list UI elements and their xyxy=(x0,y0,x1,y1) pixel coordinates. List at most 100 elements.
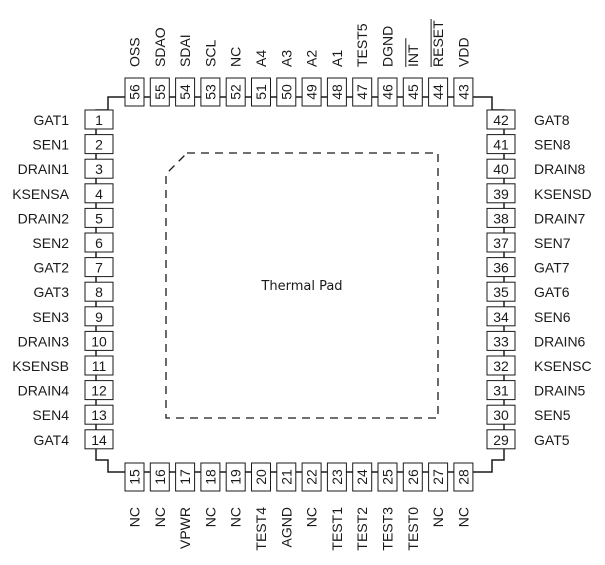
pin-label-56: OSS xyxy=(127,37,143,67)
pin-box-12 xyxy=(84,380,114,401)
pin-label-13: SEN4 xyxy=(32,407,69,423)
pin-box-45 xyxy=(402,77,423,107)
pin-box-9 xyxy=(84,306,114,327)
pin-box-23 xyxy=(326,462,347,492)
pin-number-17: 17 xyxy=(177,469,193,485)
pin-label-20: TEST4 xyxy=(253,507,269,551)
pin-number-56: 56 xyxy=(127,84,143,100)
pin-number-22: 22 xyxy=(304,469,320,485)
pin-label-24: TEST2 xyxy=(354,507,370,551)
pin-box-47 xyxy=(352,77,373,107)
pin-number-26: 26 xyxy=(405,469,421,485)
pin-box-29 xyxy=(486,429,516,450)
pin-box-26 xyxy=(402,462,423,492)
pin-number-15: 15 xyxy=(127,469,143,485)
pin-number-41: 41 xyxy=(493,137,509,153)
pin-label-27: NC xyxy=(430,507,446,527)
pin-number-42: 42 xyxy=(493,112,509,128)
pin-box-10 xyxy=(84,330,114,351)
pin-label-12: DRAIN4 xyxy=(18,383,70,399)
pin-box-46 xyxy=(377,77,398,107)
pin-box-25 xyxy=(377,462,398,492)
pin-box-55 xyxy=(149,77,170,107)
pin-number-11: 11 xyxy=(92,358,107,374)
pin-box-5 xyxy=(84,207,114,228)
pin-box-32 xyxy=(486,355,516,376)
pin-number-45: 45 xyxy=(405,84,421,100)
pin-box-30 xyxy=(486,404,516,425)
pin-number-31: 31 xyxy=(493,383,509,399)
pin-number-14: 14 xyxy=(91,432,107,448)
pin-label-37: SEN7 xyxy=(534,235,571,251)
pin-number-5: 5 xyxy=(95,210,103,226)
pin-label-40: DRAIN8 xyxy=(534,161,586,177)
pin-label-6: SEN2 xyxy=(32,235,69,251)
pin-label-50: A3 xyxy=(278,50,294,67)
pin-number-24: 24 xyxy=(354,469,370,485)
pin-number-16: 16 xyxy=(152,469,168,485)
pin-box-15 xyxy=(124,462,145,492)
pin-label-33: DRAIN6 xyxy=(534,333,586,349)
pin-number-23: 23 xyxy=(329,469,345,485)
pin-number-48: 48 xyxy=(329,84,345,100)
pin-box-51 xyxy=(251,77,271,107)
pin-number-36: 36 xyxy=(493,260,509,276)
pin-box-36 xyxy=(486,257,516,278)
pin-label-9: SEN3 xyxy=(32,309,69,325)
pin-label-30: SEN5 xyxy=(534,407,571,423)
pin-box-16 xyxy=(149,462,170,492)
pin-label-35: GAT6 xyxy=(534,284,570,300)
pin-number-6: 6 xyxy=(95,235,103,251)
pin-number-29: 29 xyxy=(493,432,509,448)
pin-box-49 xyxy=(301,77,322,107)
pin-label-47: TEST5 xyxy=(354,23,370,67)
pin-label-14: GAT4 xyxy=(33,432,69,448)
pin-label-54: SDAI xyxy=(177,34,193,67)
pin-label-55: SDAO xyxy=(152,27,168,67)
pin-label-39: KSENSD xyxy=(534,186,592,202)
pin-number-28: 28 xyxy=(455,469,471,485)
pin-box-41 xyxy=(486,134,516,155)
pin-number-32: 32 xyxy=(493,358,509,374)
pin-number-9: 9 xyxy=(95,309,103,325)
pin-box-38 xyxy=(486,207,516,228)
pin-number-8: 8 xyxy=(95,284,103,300)
pin-number-38: 38 xyxy=(493,210,509,226)
pin-label-28: NC xyxy=(455,507,471,527)
pin-number-33: 33 xyxy=(493,333,509,349)
pin-label-22: NC xyxy=(304,507,320,527)
pin-number-49: 49 xyxy=(304,84,320,100)
pin-box-33 xyxy=(486,330,516,351)
pin-label-7: GAT2 xyxy=(33,260,69,276)
pin-label-23: TEST1 xyxy=(329,507,345,551)
pin-number-7: 7 xyxy=(95,260,103,276)
pin-label-21: AGND xyxy=(278,507,294,547)
pin-box-17 xyxy=(175,462,196,492)
pin-number-50: 50 xyxy=(278,84,294,100)
pin-box-4 xyxy=(84,183,114,204)
pin-box-40 xyxy=(486,158,516,179)
pin-label-15: NC xyxy=(127,507,143,527)
pin-label-41: SEN8 xyxy=(534,137,571,153)
pin-box-28 xyxy=(453,462,474,492)
pin-box-37 xyxy=(486,232,516,253)
pin-number-35: 35 xyxy=(493,284,509,300)
pin-box-6 xyxy=(84,232,114,253)
pin-number-3: 3 xyxy=(95,161,103,177)
pin-number-2: 2 xyxy=(95,137,103,153)
pin-label-32: KSENSC xyxy=(534,358,592,374)
pin-box-42 xyxy=(486,109,516,130)
pin-number-52: 52 xyxy=(228,84,244,100)
pin-label-19: NC xyxy=(228,507,244,527)
pin-label-49: A2 xyxy=(304,50,320,67)
pin-label-53: SCL xyxy=(202,40,218,67)
pin-number-40: 40 xyxy=(493,161,509,177)
pin-label-18: NC xyxy=(202,507,218,527)
pin-label-2: SEN1 xyxy=(32,137,69,153)
pin-box-34 xyxy=(486,306,516,327)
pin-label-8: GAT3 xyxy=(33,284,69,300)
pin-box-54 xyxy=(175,77,196,107)
pin-label-48: A1 xyxy=(329,50,345,67)
pin-label-10: DRAIN3 xyxy=(18,333,70,349)
